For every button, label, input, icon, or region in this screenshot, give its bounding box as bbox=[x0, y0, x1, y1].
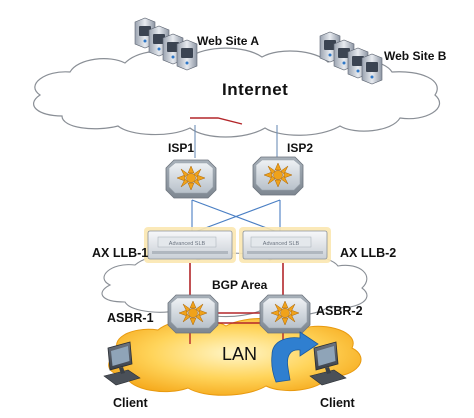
web-site-b-label: Web Site B bbox=[384, 49, 447, 63]
router-icon bbox=[167, 294, 219, 334]
ax-llb-1-label: AX LLB-1 bbox=[92, 246, 149, 260]
isp1-label: ISP1 bbox=[168, 141, 195, 155]
lan-label: LAN bbox=[222, 344, 258, 364]
router-icon bbox=[252, 156, 304, 196]
internet-cloud-icon bbox=[33, 47, 441, 138]
llb-panel-label: Advanced SLB bbox=[263, 241, 300, 247]
llb-panel-label: Advanced SLB bbox=[169, 241, 206, 247]
client-right-label: Client bbox=[320, 396, 355, 410]
router-icon bbox=[259, 294, 311, 334]
ax-llb-2-label: AX LLB-2 bbox=[340, 246, 397, 260]
client-left-label: Client bbox=[113, 396, 148, 410]
lan-traffic-arrow-icon bbox=[271, 331, 319, 383]
load-balancer-icon: Advanced SLB bbox=[144, 227, 236, 263]
asbr-1-label: ASBR-1 bbox=[107, 311, 154, 325]
load-balancer-icon: Advanced SLB bbox=[239, 227, 331, 263]
isp2-label: ISP2 bbox=[287, 141, 314, 155]
web-site-a-label: Web Site A bbox=[197, 34, 260, 48]
asbr-2-label: ASBR-2 bbox=[316, 304, 363, 318]
router-icon bbox=[165, 159, 217, 199]
bgp-area-label: BGP Area bbox=[212, 278, 268, 292]
internet-label: Internet bbox=[222, 80, 289, 99]
